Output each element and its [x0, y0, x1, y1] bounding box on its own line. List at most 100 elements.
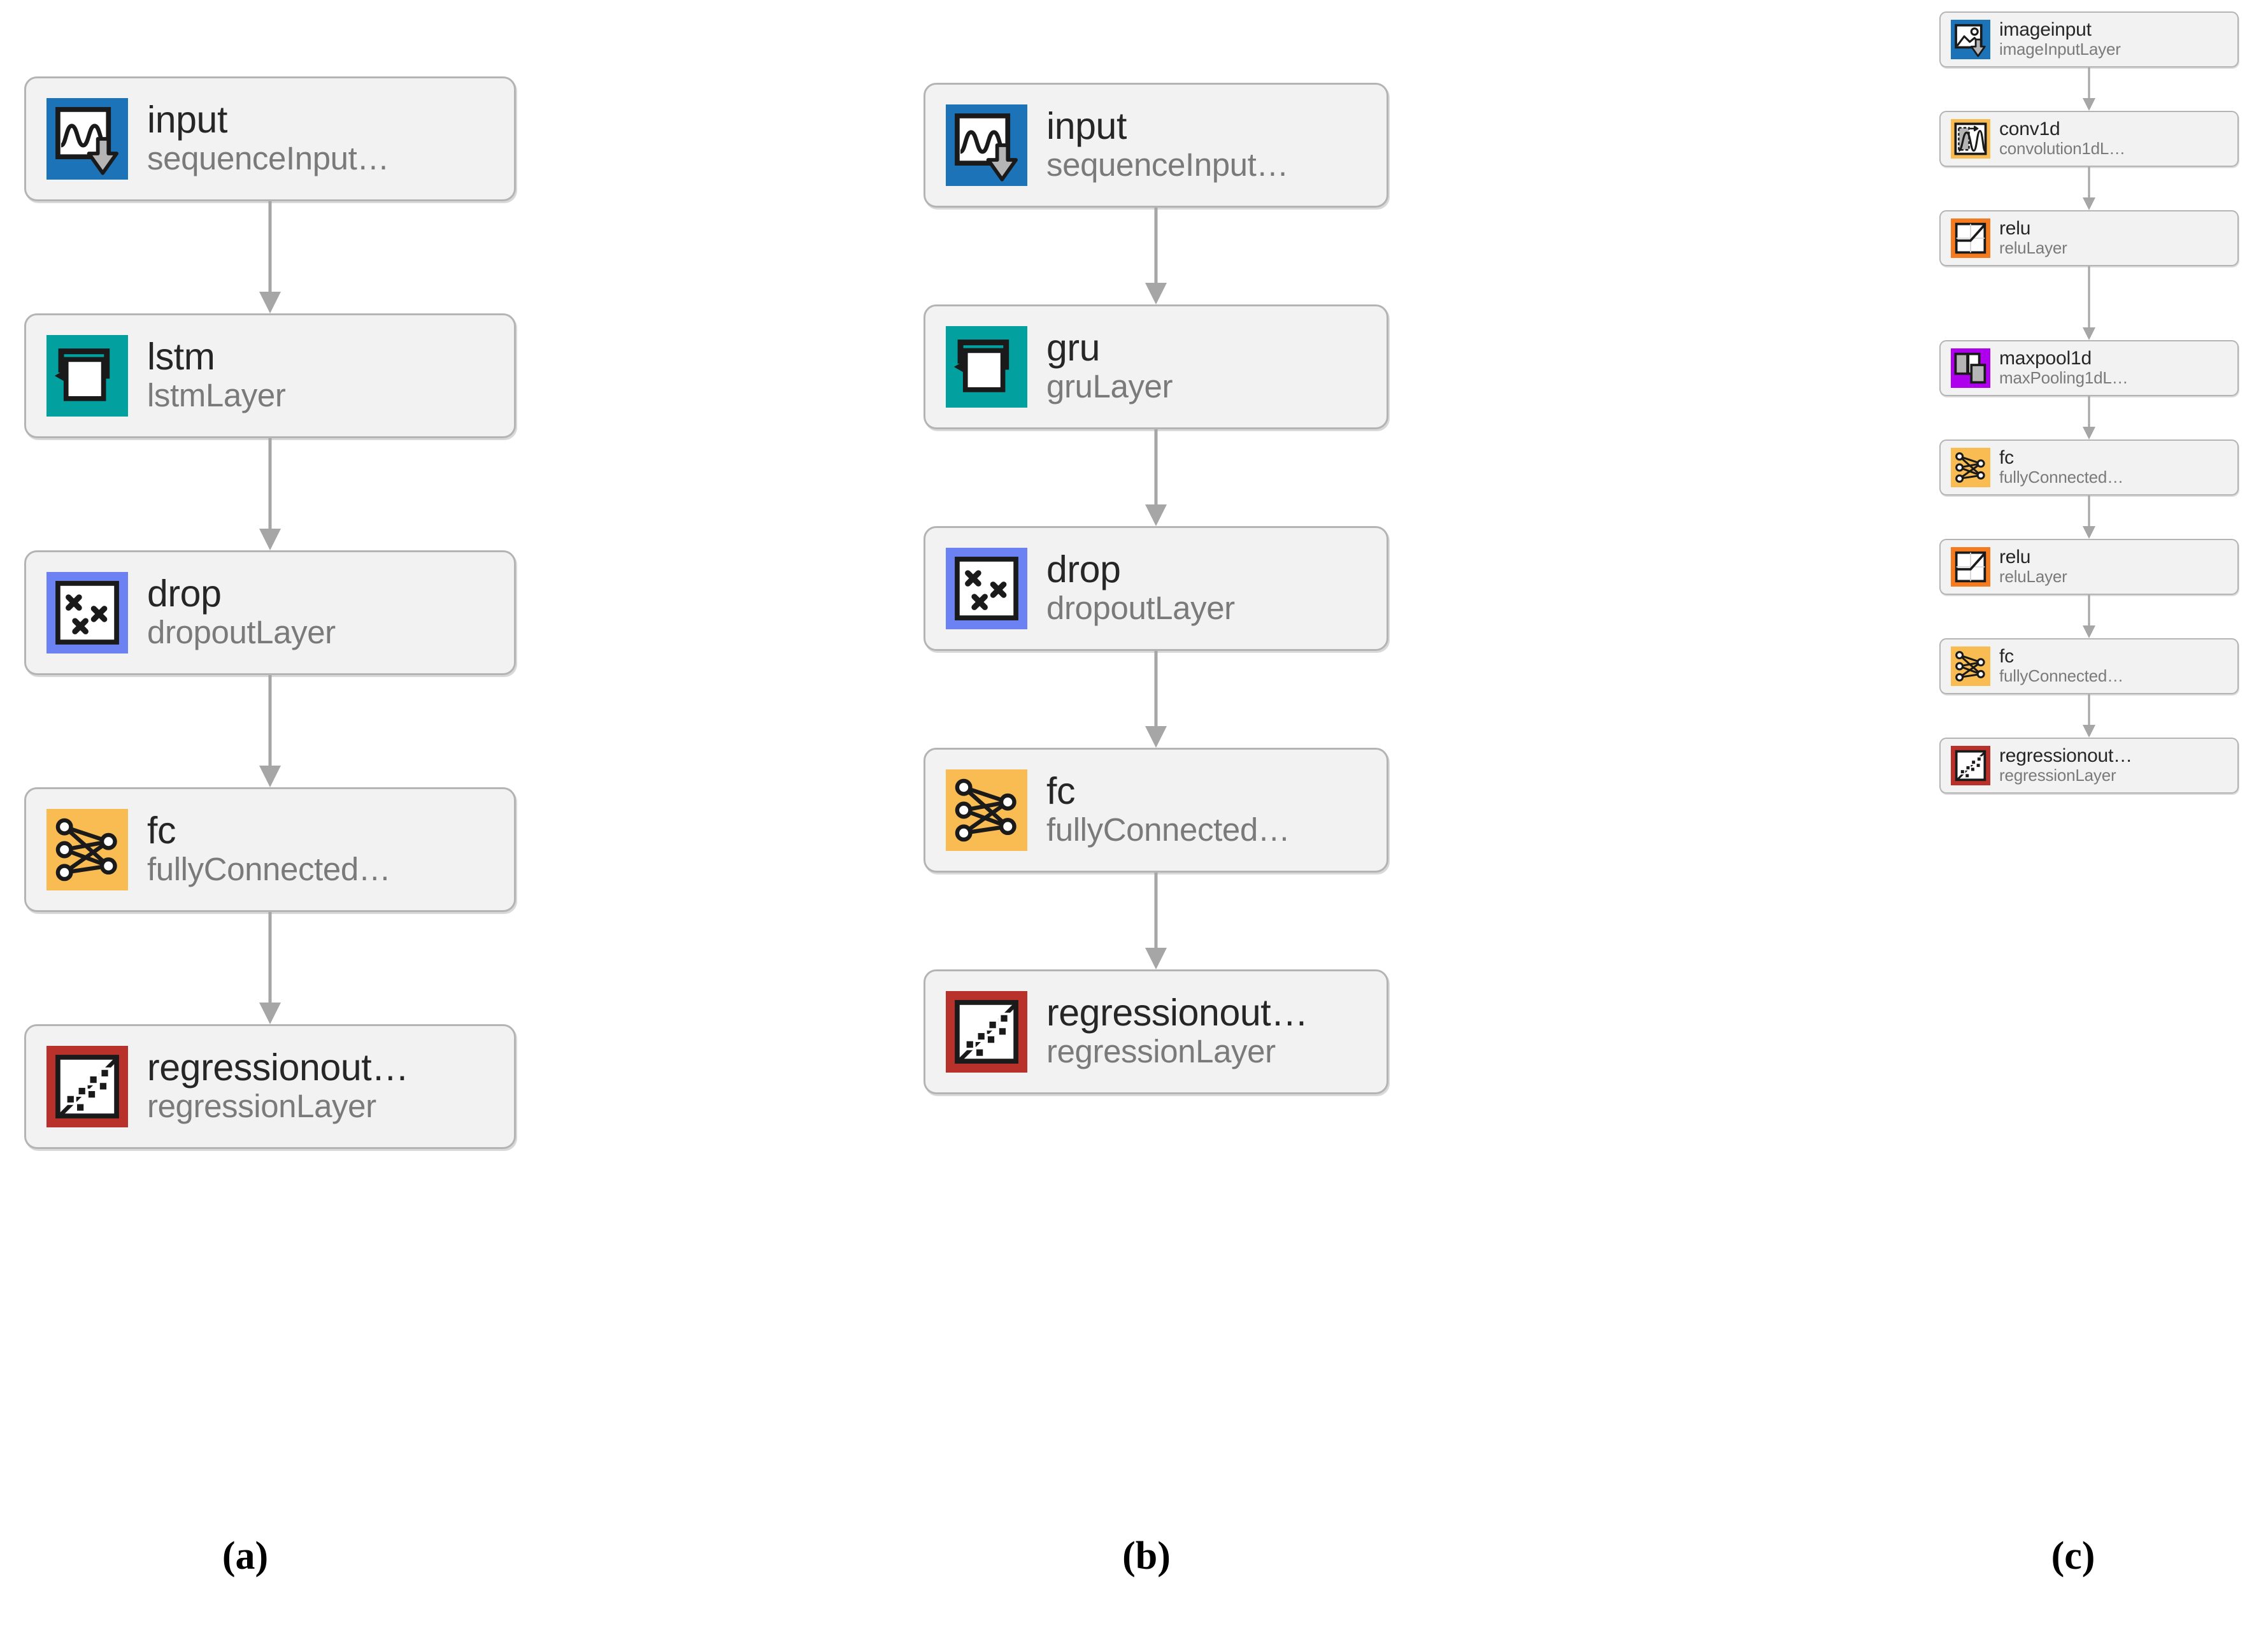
layer-type: maxPooling1dL…: [1999, 368, 2129, 388]
layer-type: reluLayer: [1999, 567, 2067, 587]
layer-type: gruLayer: [1046, 368, 1173, 405]
layer-type: lstmLayer: [147, 377, 286, 414]
flow-arrow: [1141, 873, 1171, 969]
maxpool1d-icon: [1951, 348, 1990, 388]
layer-type: fullyConnected…: [1046, 811, 1290, 848]
layer-type: imageInputLayer: [1999, 39, 2121, 59]
regression-icon: [1951, 746, 1990, 785]
layer-node[interactable]: regressionout…regressionLayer: [1939, 738, 2239, 794]
fully-connected-icon: [946, 769, 1027, 851]
layer-name: relu: [1999, 546, 2031, 568]
gru-icon: [946, 326, 1027, 408]
layer-type: reluLayer: [1999, 238, 2067, 258]
layer-name: fc: [147, 811, 176, 852]
relu-icon: [1951, 547, 1990, 587]
fully-connected-icon: [1951, 448, 1990, 487]
flow-arrow: [255, 438, 285, 550]
layer-name: fc: [1046, 771, 1076, 812]
layer-labels: regressionout…regressionLayer: [1046, 994, 1308, 1071]
flow-arrow: [2081, 694, 2097, 738]
flow-arrow: [2081, 68, 2097, 111]
layer-type: regressionLayer: [1999, 766, 2116, 785]
flow-arrow: [2081, 595, 2097, 638]
dropout-icon: [46, 572, 128, 653]
figure-caption-a: (a): [222, 1534, 269, 1578]
layer-type: fullyConnected…: [147, 851, 391, 888]
layer-labels: regressionout…regressionLayer: [1999, 746, 2132, 785]
flow-arrow: [2081, 396, 2097, 439]
layer-name: lstm: [147, 337, 215, 378]
figure-caption-b: (b): [1122, 1534, 1171, 1578]
layer-type: regressionLayer: [1046, 1033, 1276, 1070]
figure-caption-c: (c): [2051, 1534, 2095, 1578]
relu-icon: [1951, 218, 1990, 258]
sequence-input-icon: [46, 98, 128, 180]
layer-name: conv1d: [1999, 118, 2060, 139]
layer-type: fullyConnected…: [1999, 468, 2123, 487]
lstm-icon: [46, 335, 128, 417]
flow-arrow: [1141, 651, 1171, 748]
flow-arrow: [255, 912, 285, 1024]
layer-type: fullyConnected…: [1999, 666, 2123, 686]
layer-name: drop: [147, 574, 222, 615]
layer-name: regressionout…: [147, 1048, 409, 1089]
layer-name: imageinput: [1999, 19, 2092, 40]
flow-arrow: [2081, 167, 2097, 210]
regression-icon: [946, 991, 1027, 1073]
layer-labels: regressionout…regressionLayer: [147, 1048, 409, 1125]
layer-node[interactable]: regressionout…regressionLayer: [24, 1024, 516, 1149]
dropout-icon: [946, 548, 1027, 629]
layer-name: fc: [1999, 447, 2014, 468]
layer-name: drop: [1046, 550, 1121, 590]
layer-name: relu: [1999, 218, 2031, 239]
layer-type: convolution1dL…: [1999, 139, 2125, 159]
sequence-input-icon: [946, 104, 1027, 186]
layer-name: gru: [1046, 328, 1101, 369]
layer-type: dropoutLayer: [147, 614, 336, 651]
layer-type: regressionLayer: [147, 1088, 376, 1125]
layer-node[interactable]: regressionout…regressionLayer: [924, 969, 1388, 1094]
layer-name: regressionout…: [1046, 993, 1308, 1034]
flow-arrow: [2081, 496, 2097, 539]
flow-arrow: [2081, 266, 2097, 340]
layer-name: input: [147, 100, 227, 141]
layer-name: fc: [1999, 646, 2014, 667]
layer-name: regressionout…: [1999, 745, 2132, 766]
layer-name: maxpool1d: [1999, 348, 2092, 369]
layer-name: input: [1046, 106, 1127, 147]
image-input-icon: [1951, 20, 1990, 59]
conv1d-icon: [1951, 119, 1990, 159]
